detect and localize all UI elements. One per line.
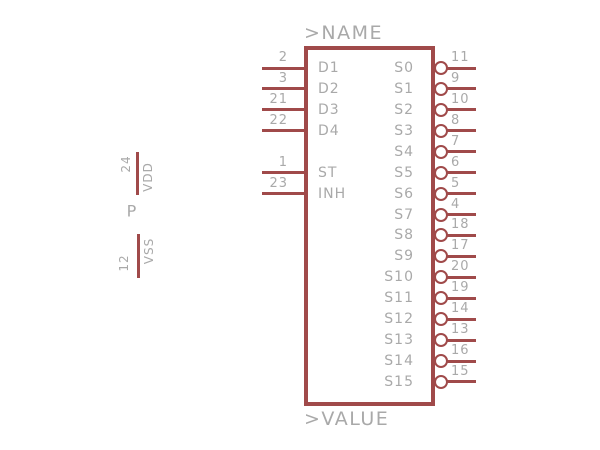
- pin-name: S7: [394, 206, 414, 223]
- pin-number: 4: [451, 196, 461, 212]
- pin-number: 10: [451, 91, 470, 107]
- pin-number: 11: [451, 50, 470, 65]
- pin-line[interactable]: [447, 254, 476, 258]
- vss-pin-line[interactable]: [137, 234, 140, 278]
- pin-circle[interactable]: [434, 249, 448, 264]
- pin-circle[interactable]: [434, 354, 448, 369]
- pin-number: 22: [269, 112, 288, 128]
- pin-name: S15: [384, 373, 414, 390]
- pin-line[interactable]: [447, 380, 476, 384]
- pin-name: S1: [394, 80, 414, 97]
- pin-circle[interactable]: [434, 374, 448, 389]
- pin-circle[interactable]: [434, 270, 448, 285]
- pin-name: S5: [394, 164, 414, 181]
- vdd-pin-line[interactable]: [136, 152, 139, 195]
- pin-line[interactable]: [262, 129, 306, 133]
- power-gate-label: P: [126, 201, 138, 221]
- pin-circle[interactable]: [434, 165, 448, 180]
- pin-name: S13: [384, 332, 414, 349]
- pin-line[interactable]: [447, 66, 476, 70]
- vdd-pin-name: VDD: [141, 162, 155, 192]
- value-placeholder[interactable]: >VALUE: [304, 408, 390, 430]
- pin-name: S10: [384, 269, 414, 286]
- pin-number: 18: [451, 217, 470, 233]
- pin-line[interactable]: [447, 192, 476, 196]
- pin-number: 8: [451, 112, 461, 128]
- pin-number: 2: [278, 50, 288, 65]
- pin-line[interactable]: [447, 108, 476, 112]
- pin-circle[interactable]: [434, 144, 448, 159]
- pin-circle[interactable]: [434, 102, 448, 117]
- pin-line[interactable]: [447, 317, 476, 321]
- pin-circle[interactable]: [434, 186, 448, 201]
- pin-name: S3: [394, 122, 414, 139]
- pin-name: S12: [384, 311, 414, 328]
- pin-name: S2: [394, 101, 414, 118]
- pin-name: ST: [318, 164, 338, 181]
- pin-line[interactable]: [447, 275, 476, 279]
- pin-name: D4: [318, 122, 340, 139]
- pin-name: S11: [384, 290, 414, 307]
- pin-circle[interactable]: [434, 228, 448, 243]
- pin-number: 15: [451, 363, 470, 379]
- pin-number: 16: [451, 343, 470, 359]
- pin-line[interactable]: [262, 66, 306, 70]
- pin-name: INH: [318, 185, 347, 202]
- pin-number: 17: [451, 238, 470, 254]
- pin-number: 6: [451, 154, 461, 170]
- pin-circle[interactable]: [434, 123, 448, 138]
- vss-pin-name: VSS: [142, 237, 156, 265]
- pin-name: S4: [394, 143, 414, 160]
- pin-number: 3: [278, 70, 288, 86]
- pin-circle[interactable]: [434, 312, 448, 327]
- pin-circle[interactable]: [434, 81, 448, 96]
- vss-pin-number: 12: [117, 254, 131, 272]
- pin-number: 14: [451, 301, 470, 317]
- pin-line[interactable]: [447, 129, 476, 133]
- pin-line[interactable]: [447, 296, 476, 300]
- pin-name: S9: [394, 248, 414, 265]
- pin-number: 23: [269, 175, 288, 191]
- pin-name: D1: [318, 60, 340, 76]
- name-placeholder[interactable]: >NAME: [304, 22, 384, 44]
- pin-line[interactable]: [447, 359, 476, 363]
- pin-name: S14: [384, 353, 414, 370]
- pin-line[interactable]: [262, 87, 306, 91]
- pin-circle[interactable]: [434, 291, 448, 306]
- pin-circle[interactable]: [434, 207, 448, 222]
- pin-number: 19: [451, 280, 470, 296]
- pin-circle[interactable]: [434, 61, 448, 75]
- pin-number: 9: [451, 70, 461, 86]
- pin-line[interactable]: [262, 192, 306, 196]
- pin-name: D2: [318, 80, 340, 97]
- pin-line[interactable]: [447, 87, 476, 91]
- pin-name: S8: [394, 227, 414, 244]
- pin-line[interactable]: [447, 233, 476, 237]
- pin-name: S0: [394, 60, 414, 76]
- pin-number: 7: [451, 133, 461, 149]
- pin-number: 13: [451, 322, 470, 338]
- vdd-pin-number: 24: [119, 155, 133, 173]
- pin-line[interactable]: [262, 171, 306, 175]
- pin-line[interactable]: [447, 213, 476, 216]
- pin-name: S6: [394, 185, 414, 202]
- pin-name: D3: [318, 101, 340, 118]
- pin-number: 21: [269, 91, 288, 107]
- pin-number: 20: [451, 259, 470, 275]
- pin-number: 1: [278, 154, 288, 170]
- pin-line[interactable]: [447, 150, 476, 154]
- ic-body[interactable]: [304, 46, 435, 406]
- pin-line[interactable]: [447, 171, 476, 175]
- pin-line[interactable]: [447, 338, 476, 342]
- pin-number: 5: [451, 175, 461, 191]
- pin-line[interactable]: [262, 108, 306, 112]
- pin-circle[interactable]: [434, 333, 448, 348]
